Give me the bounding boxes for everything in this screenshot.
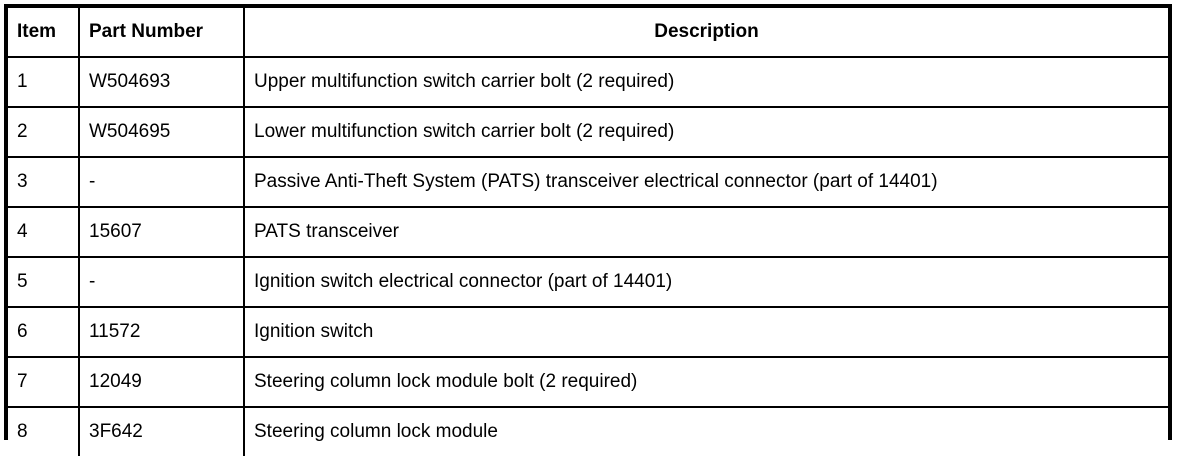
parts-table: Item Part Number Description 1 W504693 U…: [8, 8, 1168, 456]
table-header-row: Item Part Number Description: [8, 8, 1168, 58]
table-row: 3 - Passive Anti-Theft System (PATS) tra…: [8, 157, 1168, 208]
table-row: 7 12049 Steering column lock module bolt…: [8, 357, 1168, 408]
cell-part-number: -: [79, 157, 245, 208]
cell-description: Upper multifunction switch carrier bolt …: [244, 57, 1168, 108]
cell-part-number: W504695: [79, 107, 245, 158]
cell-part-number: 12049: [79, 357, 245, 408]
table-row: 6 11572 Ignition switch: [8, 307, 1168, 358]
cell-description: Passive Anti-Theft System (PATS) transce…: [244, 157, 1168, 208]
column-header-item: Item: [8, 8, 80, 58]
table-row: 8 3F642 Steering column lock module: [8, 407, 1168, 456]
cell-description: Ignition switch: [244, 307, 1168, 358]
cell-description: PATS transceiver: [244, 207, 1168, 258]
cell-part-number: 15607: [79, 207, 245, 258]
cell-item: 3: [8, 157, 80, 208]
cell-item: 8: [8, 407, 80, 456]
cell-description: Steering column lock module bolt (2 requ…: [244, 357, 1168, 408]
cell-item: 1: [8, 57, 80, 108]
cell-part-number: 11572: [79, 307, 245, 358]
cell-item: 6: [8, 307, 80, 358]
table-row: 1 W504693 Upper multifunction switch car…: [8, 57, 1168, 108]
table-row: 2 W504695 Lower multifunction switch car…: [8, 107, 1168, 158]
table-row: 5 - Ignition switch electrical connector…: [8, 257, 1168, 308]
cell-part-number: W504693: [79, 57, 245, 108]
column-header-description: Description: [244, 8, 1168, 58]
table-header: Item Part Number Description: [8, 8, 1168, 58]
cell-description: Ignition switch electrical connector (pa…: [244, 257, 1168, 308]
cell-part-number: 3F642: [79, 407, 245, 456]
cell-item: 4: [8, 207, 80, 258]
cell-item: 5: [8, 257, 80, 308]
parts-table-container: Item Part Number Description 1 W504693 U…: [4, 4, 1172, 456]
cell-part-number: -: [79, 257, 245, 308]
cell-description: Lower multifunction switch carrier bolt …: [244, 107, 1168, 158]
table-row: 4 15607 PATS transceiver: [8, 207, 1168, 258]
cell-item: 7: [8, 357, 80, 408]
cell-item: 2: [8, 107, 80, 158]
cell-description: Steering column lock module: [254, 421, 498, 442]
table-body: 1 W504693 Upper multifunction switch car…: [8, 57, 1168, 456]
column-header-part-number: Part Number: [79, 8, 245, 58]
